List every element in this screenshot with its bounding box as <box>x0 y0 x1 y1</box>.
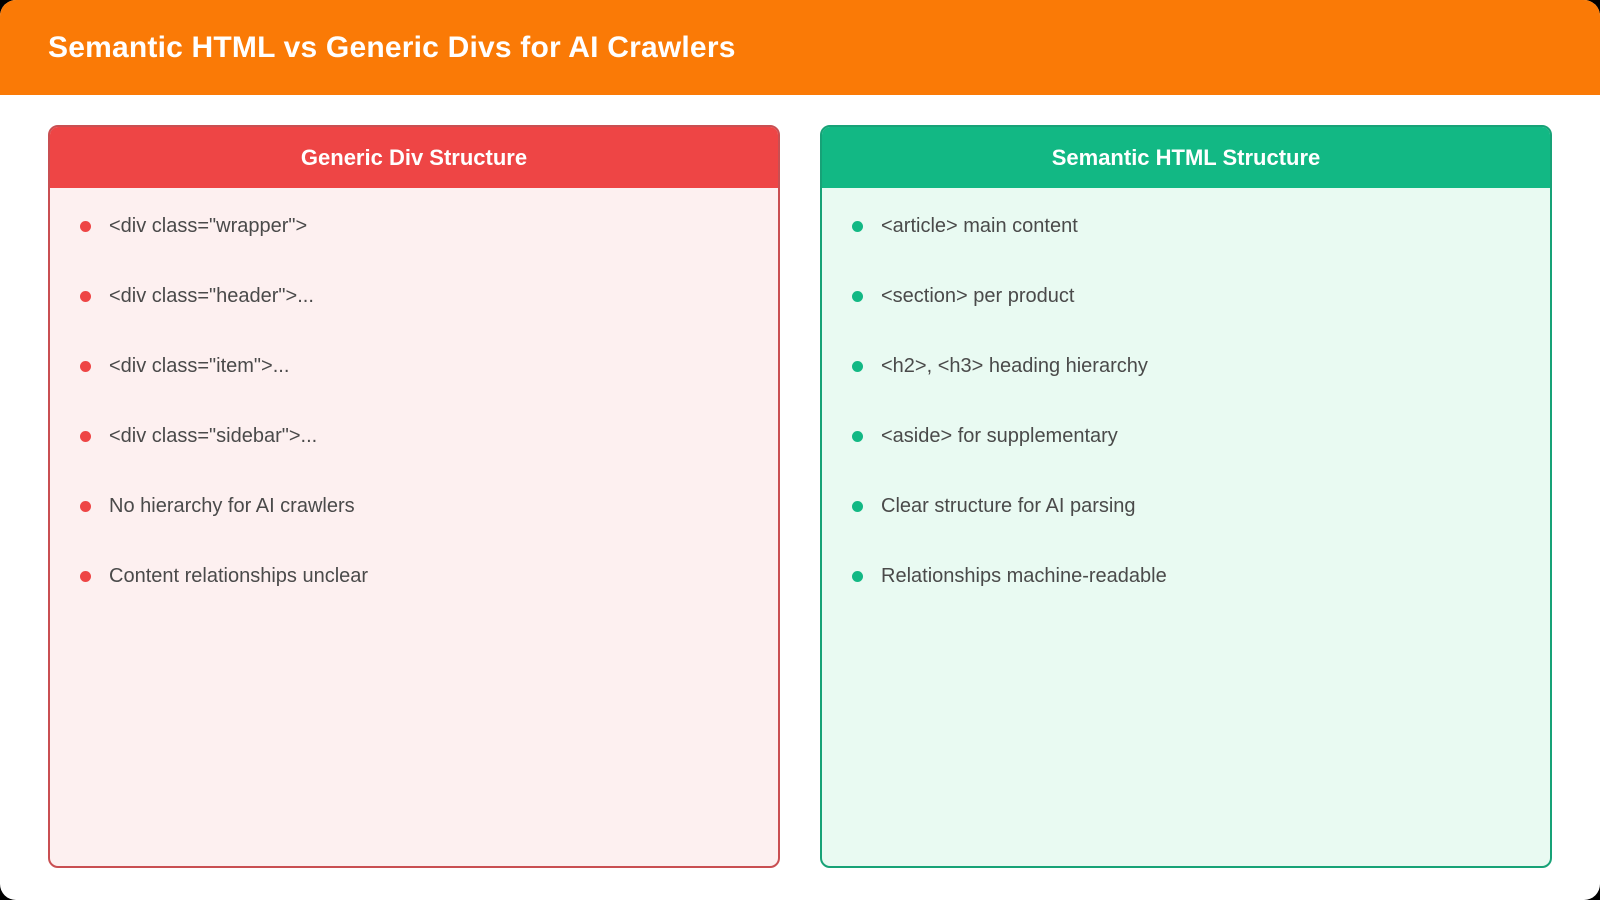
bullet-icon <box>80 570 91 582</box>
semantic-html-card-header: Semantic HTML Structure <box>822 127 1550 188</box>
semantic-html-card-title: Semantic HTML Structure <box>1051 144 1321 170</box>
bullet-icon <box>80 360 91 372</box>
list-item-text: Relationships machine-readable <box>881 565 1167 587</box>
bullet-icon <box>852 220 863 232</box>
bullet-icon <box>852 290 863 302</box>
list-item-text: <h2>, <h3> heading hierarchy <box>881 355 1148 377</box>
bullet-icon <box>80 220 91 232</box>
list-item: No hierarchy for AI crawlers <box>50 471 778 541</box>
bullet-icon <box>852 430 863 442</box>
list-item: Content relationships unclear <box>50 541 778 611</box>
list-item-text: <section> per product <box>881 285 1075 307</box>
comparison-columns: Generic Div Structure <div class="wrappe… <box>0 95 1600 868</box>
list-item: <div class="header">... <box>50 261 778 331</box>
bullet-icon <box>80 500 91 512</box>
list-item: Relationships machine-readable <box>822 541 1550 611</box>
list-item: <div class="item">... <box>50 331 778 401</box>
generic-div-card-body: <div class="wrapper"> <div class="header… <box>50 188 778 866</box>
list-item-text: <aside> for supplementary <box>881 425 1118 447</box>
bullet-icon <box>80 290 91 302</box>
page-title: Semantic HTML vs Generic Divs for AI Cra… <box>48 30 736 64</box>
semantic-html-card: Semantic HTML Structure <article> main c… <box>820 125 1552 868</box>
list-item-text: <div class="sidebar">... <box>109 425 318 447</box>
generic-div-card-title: Generic Div Structure <box>300 144 528 170</box>
list-item: Clear structure for AI parsing <box>822 471 1550 541</box>
list-item-text: <article> main content <box>881 215 1078 237</box>
bullet-icon <box>852 570 863 582</box>
list-item-text: <div class="header">... <box>109 285 314 307</box>
list-item: <article> main content <box>822 191 1550 261</box>
list-item: <h2>, <h3> heading hierarchy <box>822 331 1550 401</box>
list-item: <div class="wrapper"> <box>50 191 778 261</box>
list-item: <div class="sidebar">... <box>50 401 778 471</box>
bullet-icon <box>852 360 863 372</box>
bullet-icon <box>80 430 91 442</box>
bullet-icon <box>852 500 863 512</box>
semantic-html-card-body: <article> main content <section> per pro… <box>822 188 1550 866</box>
list-item-text: No hierarchy for AI crawlers <box>109 495 355 517</box>
list-item-text: Clear structure for AI parsing <box>881 495 1136 517</box>
list-item-text: Content relationships unclear <box>109 565 369 587</box>
list-item: <aside> for supplementary <box>822 401 1550 471</box>
list-item: <section> per product <box>822 261 1550 331</box>
app-header: Semantic HTML vs Generic Divs for AI Cra… <box>0 0 1600 95</box>
generic-div-card: Generic Div Structure <div class="wrappe… <box>48 125 780 868</box>
generic-div-card-header: Generic Div Structure <box>50 127 778 188</box>
list-item-text: <div class="wrapper"> <box>109 215 308 237</box>
list-item-text: <div class="item">... <box>109 355 290 377</box>
